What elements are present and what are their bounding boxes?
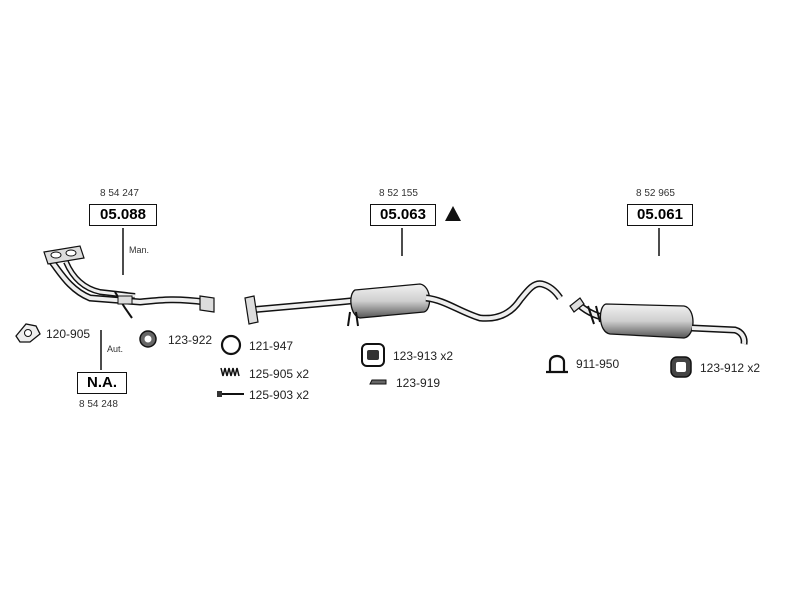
assembly-code-box[interactable]: 05.088 — [89, 204, 157, 226]
hanger-123-913-drawing — [361, 343, 385, 367]
springs-125-905-drawing — [220, 367, 240, 377]
part-label[interactable]: 911-950 — [576, 357, 620, 371]
gasket-123-922-drawing — [139, 330, 157, 348]
assembly-part-number: 8 52 965 — [636, 188, 675, 199]
front-pipe-drawing — [43, 245, 215, 319]
gasket-120-905-drawing — [15, 323, 41, 343]
hanger-123-912-drawing — [670, 356, 692, 378]
part-label[interactable]: 123-912 x2 — [700, 361, 761, 375]
part-label[interactable]: 121-947 — [249, 339, 294, 353]
part-label[interactable]: 120-905 — [46, 327, 91, 341]
manual-note: Man. — [129, 245, 150, 255]
assembly-part-number: 8 54 248 — [79, 399, 118, 410]
bolts-125-903-drawing — [217, 391, 244, 397]
rear-muffler-drawing — [569, 297, 748, 345]
part-label[interactable]: 123-913 x2 — [393, 349, 454, 363]
part-label[interactable]: 123-922 — [168, 333, 213, 347]
assembly-part-number: 8 54 247 — [100, 188, 139, 199]
clamp-911-950-drawing — [546, 354, 568, 374]
assembly-code-box[interactable]: 05.061 — [627, 204, 693, 226]
part-label[interactable]: 125-905 x2 — [249, 367, 310, 381]
bracket-123-919-drawing — [369, 379, 387, 385]
part-label[interactable]: 123-919 — [396, 376, 441, 390]
center-muffler-drawing — [244, 280, 563, 327]
assembly-code-box[interactable]: 05.063 — [370, 204, 436, 226]
triangle-icon — [445, 206, 461, 221]
part-label[interactable]: 125-903 x2 — [249, 388, 310, 402]
assembly-part-number: 8 52 155 — [379, 188, 418, 199]
automatic-note: Aut. — [107, 344, 124, 354]
ring-121-947-drawing — [220, 334, 242, 356]
assembly-code-box[interactable]: N.A. — [77, 372, 127, 394]
